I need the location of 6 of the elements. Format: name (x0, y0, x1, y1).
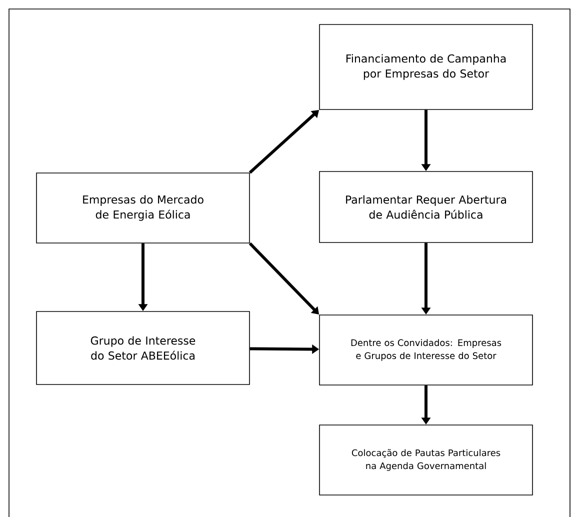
process-box: Empresas do Mercado de Energia Eólica (36, 172, 250, 244)
process-box: Dentre os Convidados: Empresas e Grupos de Interesse do Setor (319, 314, 533, 386)
process-box: Colocação de Pautas Particulares na Agenda Governamental (319, 424, 533, 496)
process-box: Grupo de Interesse do Setor ABEEólica (36, 311, 250, 385)
process-box: Parlamentar Requer Abertura de Audiência Pública (319, 171, 533, 243)
process-box: Financiamento de Campanha por Empresas do Setor (319, 24, 533, 110)
